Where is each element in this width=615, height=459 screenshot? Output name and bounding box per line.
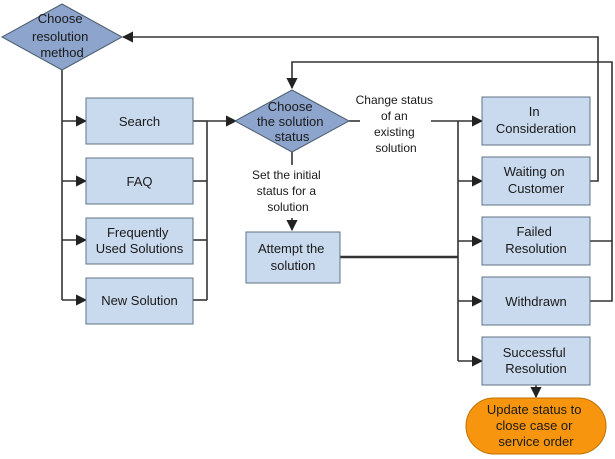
svg-text:Successful Resolution: Successful Resolution — [503, 345, 570, 376]
svg-text:Failed Resolution: Failed Resolution — [505, 224, 566, 256]
choose-resolution-method-label: Choose resolution method — [32, 11, 92, 60]
svg-text:Attempt the solution: Attempt the solution — [258, 241, 328, 273]
svg-text:Change status of an: Change status of an existing solution — [356, 93, 437, 155]
svg-text:Frequently Used Solution: Frequently Used Solutions — [96, 225, 184, 256]
in-consideration-box: In Consideration — [481, 96, 591, 146]
svg-text:Update status to close c: Update status to close case or service o… — [487, 402, 585, 449]
choose-solution-status-decision: Choose the solution status — [233, 89, 351, 153]
svg-text:Set the initial status f: Set the initial status for a solution — [252, 168, 324, 214]
faq-box: FAQ — [85, 157, 194, 205]
svg-text:FAQ: FAQ — [126, 174, 152, 189]
svg-text:Search: Search — [119, 114, 160, 129]
choose-solution-status-label: Choose the solution status — [257, 99, 327, 144]
waiting-on-customer-box: Waiting on Customer — [481, 156, 591, 206]
successful-resolution-box: Successful Resolution — [481, 336, 591, 386]
svg-text:In Consideration: In Consideration — [496, 104, 576, 136]
svg-text:Withdrawn: Withdrawn — [505, 294, 566, 309]
svg-text:Waiting on Customer: Waiting on Customer — [504, 164, 569, 196]
set-initial-status-label: Set the initial status for a solution — [252, 168, 324, 214]
svg-text:New Solution: New Solution — [101, 293, 178, 308]
new-solution-box: New Solution — [85, 277, 194, 325]
failed-resolution-box: Failed Resolution — [481, 216, 591, 266]
change-status-label: Change status of an existing solution — [356, 93, 437, 155]
withdrawn-box: Withdrawn — [481, 276, 591, 326]
frequently-used-solutions-box: Frequently Used Solutions — [85, 217, 194, 265]
update-status-terminal: Update status to close case or service o… — [465, 397, 607, 455]
search-box: Search — [85, 97, 194, 145]
attempt-solution-box: Attempt the solution — [245, 231, 341, 284]
choose-resolution-method-decision: Choose resolution method — [0, 3, 124, 71]
connector-lines — [61, 31, 613, 399]
